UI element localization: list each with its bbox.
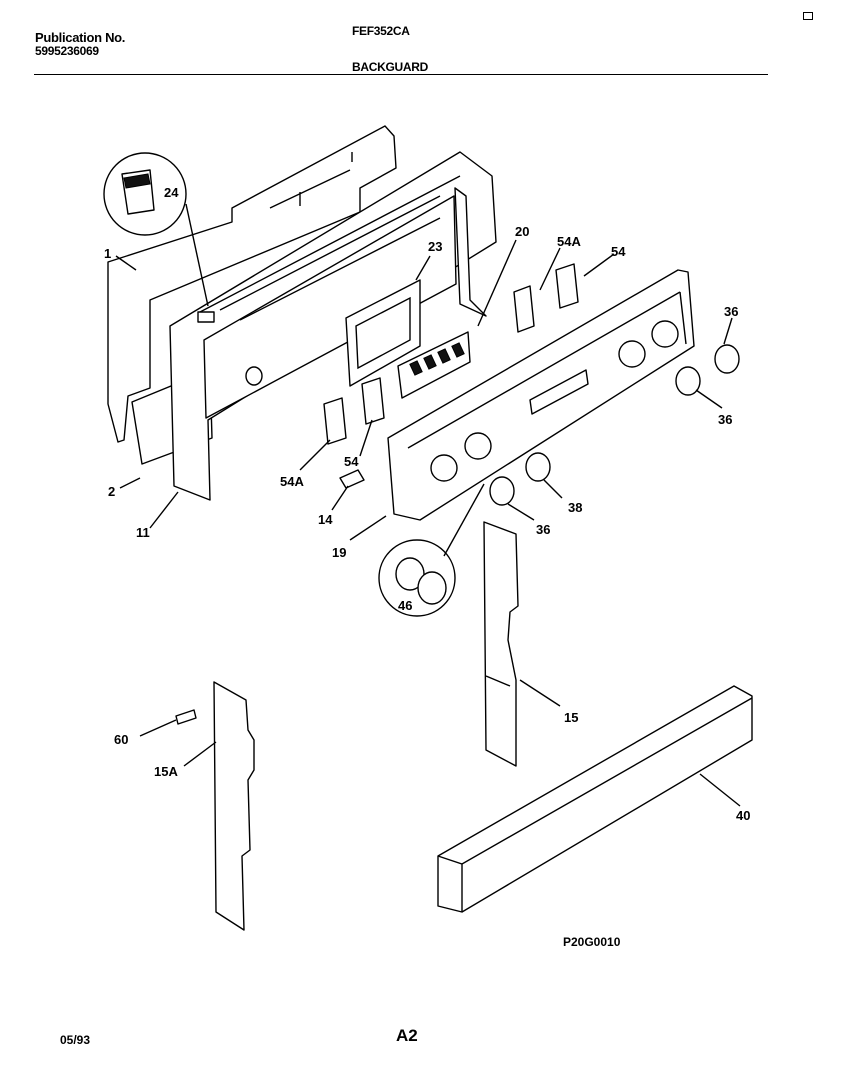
callout-38: 38 — [568, 500, 582, 515]
callout-2: 2 — [108, 484, 115, 499]
part-11-backguard-frame — [169, 151, 497, 501]
header-rule — [34, 74, 768, 75]
part-15-side-bracket — [483, 521, 519, 767]
part-14-lamp-holder — [339, 469, 365, 489]
callout-36-a: 36 — [724, 304, 738, 319]
knob-36-b — [675, 366, 701, 396]
callout-14: 14 — [318, 512, 333, 527]
callout-15a: 15A — [154, 764, 178, 779]
knob-36-c — [489, 476, 515, 506]
callout-11: 11 — [136, 525, 150, 540]
knobs — [489, 344, 740, 506]
leader-lines — [115, 203, 741, 807]
callout-54-left: 54 — [344, 454, 359, 469]
callout-54a-left: 54A — [280, 474, 304, 489]
callout-54a-top: 54A — [557, 234, 581, 249]
part-60-screw — [175, 709, 197, 725]
part-23-bracket — [345, 279, 421, 387]
corner-mark — [803, 12, 813, 20]
callout-36-b: 36 — [718, 412, 732, 427]
callout-23: 23 — [428, 239, 442, 254]
part-15a-side-bracket — [213, 681, 255, 931]
callout-36-c: 36 — [536, 522, 550, 537]
publication-number: 5995236069 — [35, 44, 99, 58]
detail-24-rocker-switch — [103, 152, 187, 236]
part-19-control-panel — [387, 269, 695, 521]
switches-top — [513, 263, 579, 333]
callout-46: 46 — [398, 598, 412, 613]
part-20-clock — [397, 331, 471, 399]
callout-labels: 1 2 11 24 23 20 54A 54 36 36 38 36 54A 5… — [104, 185, 750, 823]
footer-date: 05/93 — [60, 1033, 91, 1047]
part-40-trim — [437, 685, 753, 913]
callout-15: 15 — [564, 710, 578, 725]
callout-24: 24 — [164, 185, 179, 200]
footer-page: A2 — [396, 1026, 418, 1045]
detail-46-knob — [378, 539, 456, 617]
switch-cutout — [197, 311, 215, 323]
knob-38 — [525, 452, 551, 482]
knob-36-a — [714, 344, 740, 374]
callout-19: 19 — [332, 545, 346, 560]
callout-60: 60 — [114, 732, 128, 747]
section-title: BACKGUARD — [352, 60, 428, 74]
model-number: FEF352CA — [352, 24, 410, 38]
drawing-id: P20G0010 — [563, 935, 621, 949]
frame-hole — [245, 366, 263, 386]
callout-54-top: 54 — [611, 244, 626, 259]
display-window — [529, 369, 589, 415]
callout-1: 1 — [104, 246, 111, 261]
callout-20: 20 — [515, 224, 529, 239]
publication-label: Publication No. — [35, 30, 126, 45]
callout-40: 40 — [736, 808, 750, 823]
switches-left — [323, 377, 385, 445]
